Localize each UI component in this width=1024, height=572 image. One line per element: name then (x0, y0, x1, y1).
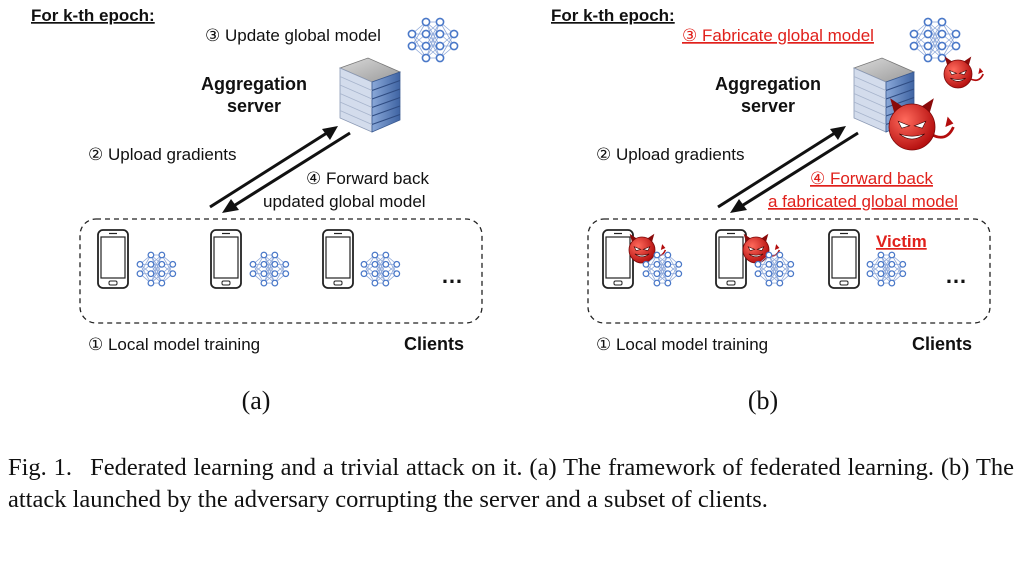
arrow-icon (209, 126, 351, 213)
client-nn-icon (249, 251, 290, 287)
smartphone-icon (715, 229, 747, 289)
server-label-line1: Aggregation (201, 74, 307, 94)
victim-label: Victim (876, 232, 927, 251)
step4-label-line1: ④ Forward back (306, 169, 429, 188)
client-nn-icon (642, 251, 683, 287)
smartphone-icon (602, 229, 634, 289)
server-label-line2: server (227, 96, 281, 116)
client-nn-icon (136, 251, 177, 287)
client-nn-icon (866, 251, 907, 287)
figure-caption: Fig. 1.Federated learning and a trivial … (8, 452, 1014, 516)
smartphone-icon (828, 229, 860, 289)
clients-box (587, 218, 991, 324)
panel-sublabel: (a) (242, 386, 271, 415)
server-label-line2: server (741, 96, 795, 116)
step1-label: ① Local model training (596, 335, 768, 354)
step3-label: ③ Fabricate global model (682, 26, 874, 45)
client-nn-icon (754, 251, 795, 287)
server-icon (338, 57, 402, 133)
step1-label: ① Local model training (88, 335, 260, 354)
global-nn-icon (909, 17, 961, 63)
client-nn-icon (360, 251, 401, 287)
devil-icon (628, 233, 667, 264)
figure-diagram: For k-th epoch: ③ Update global model Ag… (31, 6, 991, 415)
clients-label: Clients (404, 334, 464, 354)
ellipsis: … (441, 263, 463, 288)
arrow-icon (717, 126, 859, 213)
devil-icon (888, 98, 955, 151)
panel-a: For k-th epoch: ③ Update global model Ag… (31, 6, 483, 415)
clients-box (79, 218, 483, 324)
caption-label: Fig. 1. (8, 454, 73, 481)
smartphone-icon (210, 229, 242, 289)
panel-sublabel: (b) (748, 386, 778, 415)
global-nn-icon (407, 17, 459, 63)
epoch-label: For k-th epoch: (551, 6, 675, 25)
step4-label-line1: ④ Forward back (810, 169, 933, 188)
epoch-label: For k-th epoch: (31, 6, 155, 25)
step4-label-line2: updated global model (263, 192, 426, 211)
panel-b: For k-th epoch: ③ Fabricate global model… (551, 6, 991, 415)
server-label-line1: Aggregation (715, 74, 821, 94)
step4-label-line2: a fabricated global model (768, 192, 958, 211)
step2-label: ② Upload gradients (596, 145, 745, 164)
caption-text: Federated learning and a trivial attack … (8, 454, 1014, 513)
devil-icon (943, 56, 984, 89)
devil-icon (742, 233, 781, 264)
smartphone-icon (322, 229, 354, 289)
smartphone-icon (97, 229, 129, 289)
step3-label: ③ Update global model (205, 26, 381, 45)
ellipsis: … (945, 263, 967, 288)
step2-label: ② Upload gradients (88, 145, 237, 164)
clients-label: Clients (912, 334, 972, 354)
